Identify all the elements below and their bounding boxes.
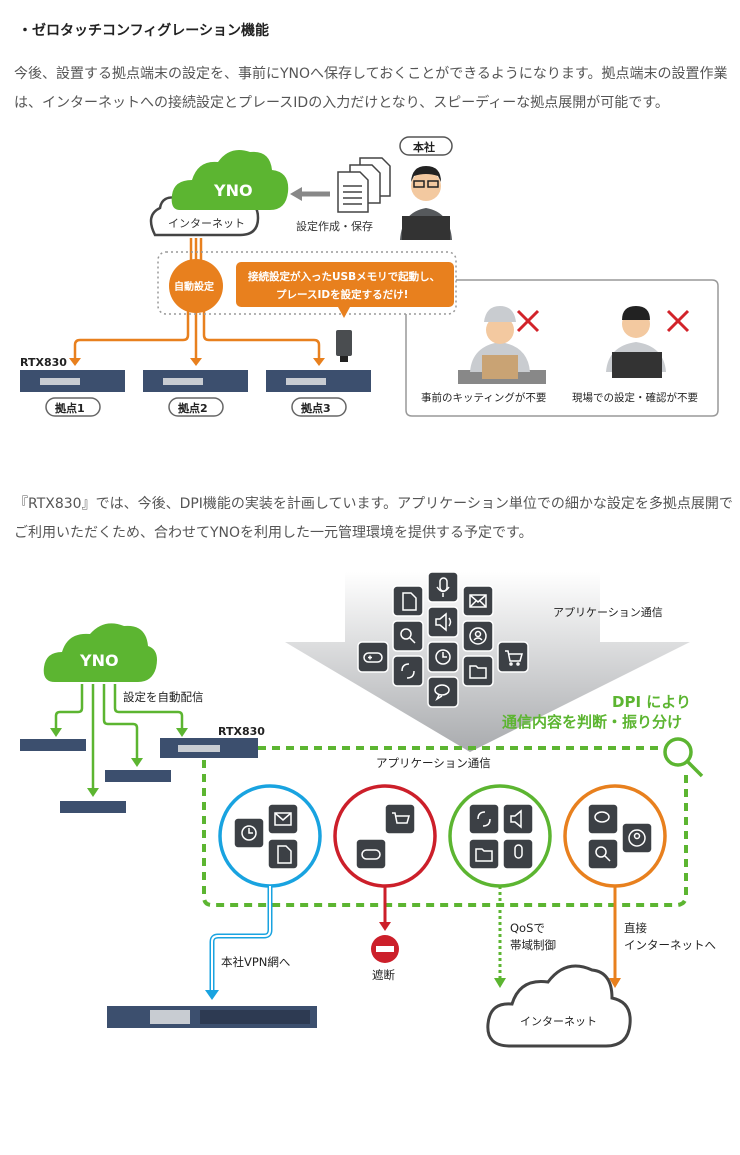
config-dotted-box: [157, 251, 457, 315]
cross-mark-icon: [516, 309, 540, 333]
chat-icon: [587, 803, 619, 835]
svg-text:本社: 本社: [413, 140, 435, 154]
onsite-person-icon: [606, 306, 666, 378]
document-icon: [392, 585, 424, 617]
dpi-caption-line1: DPI により: [612, 693, 691, 711]
dpi-diagram: アプリケーション通信 DPI により 通信内容を判断・振り分け YNO 設定を自…: [20, 571, 716, 1048]
user-circle-icon: [621, 822, 653, 854]
benefits-box: [405, 279, 719, 417]
dpi-dashed-box: [202, 746, 688, 907]
svg-text:拠点3: 拠点3: [301, 401, 331, 415]
yno-label: YNO: [213, 181, 253, 200]
block-label: 遮断: [372, 968, 395, 982]
svg-text:YNO: YNO: [79, 651, 119, 670]
chat-icon: [427, 676, 459, 708]
svg-text:拠点2: 拠点2: [178, 401, 208, 415]
router-device: [105, 770, 171, 782]
vpn-circle: [218, 784, 322, 888]
svg-text:拠点1: 拠点1: [55, 401, 85, 415]
internet-label: インターネット: [168, 217, 245, 230]
qos-circle: [448, 784, 552, 888]
gamepad-icon: [357, 641, 389, 673]
cart-icon: [497, 641, 529, 673]
clock-icon: [427, 641, 459, 673]
distribution-lines: [54, 684, 184, 790]
zero-touch-diagram: インターネット YNO 設定作成・保存 本社: [20, 136, 719, 417]
save-arrow: [290, 187, 330, 201]
yno-cloud: YNO: [43, 623, 157, 682]
rtx830-device: [160, 738, 258, 758]
svg-text:プレースIDを設定するだけ!: プレースIDを設定するだけ!: [276, 288, 408, 301]
distribute-label: 設定を自動配信: [123, 690, 204, 704]
inner-app-traffic-label: アプリケーション通信: [376, 756, 491, 770]
router-device: [143, 370, 248, 392]
router-device: [266, 370, 371, 392]
direct-label-line1: 直接: [624, 921, 647, 935]
sync-icon: [392, 655, 424, 687]
block-icon: [371, 935, 399, 963]
folder-icon: [468, 838, 500, 870]
speaker-icon: [427, 606, 459, 638]
save-caption: 設定作成・保存: [296, 219, 373, 233]
auto-config-lines: [73, 238, 321, 360]
user-circle-icon: [462, 620, 494, 652]
worker-person-icon: [458, 306, 546, 384]
usb-stick-icon: [336, 330, 352, 362]
dpi-caption-line2: 通信内容を判断・振り分け: [502, 713, 682, 731]
yno-cloud: YNO: [171, 149, 289, 210]
benefit-no-onsite-config: 現場での設定・確認が不要: [572, 391, 698, 404]
hq-rack-router: [107, 1006, 317, 1028]
svg-text:自動設定: 自動設定: [174, 280, 214, 293]
direct-circle: [563, 784, 667, 888]
search-icon: [587, 838, 619, 870]
gamepad-icon: [355, 838, 387, 870]
app-traffic-label: アプリケーション通信: [553, 606, 663, 619]
magnifier-icon: [663, 737, 704, 778]
router-device: [20, 739, 86, 751]
cart-icon: [384, 803, 416, 835]
app-icon-cluster: [357, 571, 529, 708]
device-model-label: RTX830: [218, 725, 265, 738]
mail-icon: [267, 803, 299, 835]
site-badge: 拠点2: [168, 397, 224, 417]
folder-icon: [462, 655, 494, 687]
speaker-icon: [502, 803, 534, 835]
site-badge: 拠点1: [45, 397, 101, 417]
auto-config-badge: 自動設定: [169, 259, 223, 313]
router-device: [60, 801, 126, 813]
qos-label-line1: QoSで: [510, 921, 545, 935]
qos-label-line2: 帯域制御: [510, 938, 556, 952]
site-badge: 拠点3: [291, 397, 347, 417]
device-model-label: RTX830: [20, 356, 67, 369]
microphone-icon: [502, 838, 534, 870]
svg-text:接続設定が入ったUSBメモリで起動し、: 接続設定が入ったUSBメモリで起動し、: [248, 270, 440, 283]
dpi-paragraph: 『RTX830』では、今後、DPI機能の実装を計画しています。アプリケーション単…: [14, 496, 733, 541]
section-heading: ・ゼロタッチコンフィグレーション機能: [18, 23, 270, 39]
usb-callout: 接続設定が入ったUSBメモリで起動し、 プレースIDを設定するだけ!: [236, 262, 454, 318]
microphone-icon: [427, 571, 459, 603]
mail-icon: [462, 585, 494, 617]
documents-icon: [337, 157, 391, 213]
internet-cloud: インターネット: [486, 964, 632, 1048]
sync-icon: [468, 803, 500, 835]
router-device: [20, 370, 125, 392]
intro-paragraph: 今後、設置する拠点端末の設定を、事前にYNOへ保存しておくことができるようになり…: [14, 66, 728, 111]
vpn-label: 本社VPN網へ: [221, 955, 290, 969]
vpn-route: [209, 886, 273, 990]
hq-person-icon: [400, 166, 452, 240]
clock-icon: [233, 817, 265, 849]
document-icon: [267, 838, 299, 870]
block-circle: [333, 784, 437, 888]
benefit-no-kitting: 事前のキッティングが不要: [421, 391, 546, 404]
direct-label-line2: インターネットへ: [624, 938, 716, 952]
svg-text:インターネット: インターネット: [520, 1015, 597, 1028]
search-icon: [392, 620, 424, 652]
hq-badge: 本社: [399, 136, 453, 156]
cross-mark-icon: [666, 309, 690, 333]
